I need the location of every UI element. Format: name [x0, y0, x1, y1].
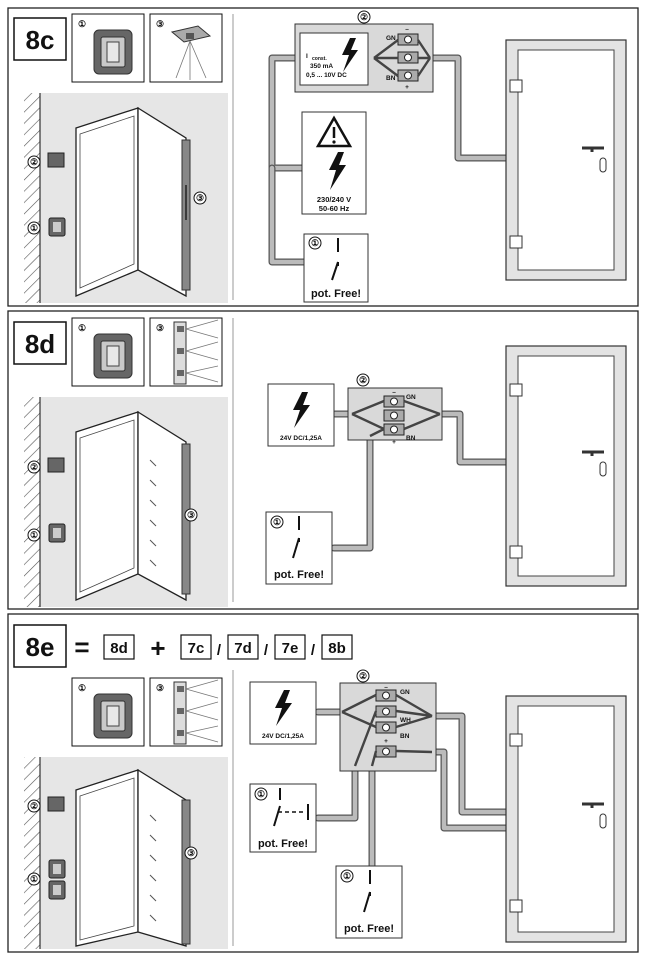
svg-text:①: ①	[311, 238, 319, 248]
mains-supply-box: 230/240 V 50-60 Hz	[301, 111, 367, 215]
svg-text:/: /	[217, 642, 222, 659]
ceiling-sensor-icon	[170, 25, 212, 80]
door-sensor-strip-icon	[173, 679, 219, 745]
svg-text:BN: BN	[386, 75, 396, 82]
svg-text:pot. Free!: pot. Free!	[274, 569, 324, 581]
svg-text:BN: BN	[400, 733, 410, 740]
equals-sign: =	[74, 632, 89, 662]
svg-text:350 mA: 350 mA	[310, 63, 333, 70]
ref-7d: 7d	[234, 640, 252, 657]
section-8e: 8e = 8d + 7c / 7d / 7e / 8b ① ③	[13, 624, 627, 949]
lightning-icon	[342, 38, 358, 72]
svg-text:①: ①	[30, 874, 38, 884]
svg-text:BN: BN	[406, 435, 416, 442]
wall-switch-icon	[93, 29, 133, 75]
junction-box: ② – + GN BN	[347, 373, 443, 446]
svg-text:pot. Free!: pot. Free!	[311, 288, 361, 300]
svg-text:24V DC/1,25A: 24V DC/1,25A	[262, 733, 304, 740]
wall-switch-icon	[93, 333, 133, 379]
switch-marker: ①	[27, 217, 66, 237]
svg-text:①: ①	[78, 323, 86, 333]
cables	[314, 708, 514, 870]
svg-text:③: ③	[196, 193, 204, 203]
cables	[268, 54, 514, 266]
junction-box: ② – + GN WH BN	[339, 669, 437, 772]
power-supply-box: 24V DC/1,25A	[267, 383, 335, 447]
potential-free-switch: ① pot. Free!	[265, 511, 333, 585]
plus-sign: +	[150, 633, 165, 663]
potential-free-switch: ① pot. Free!	[335, 865, 403, 939]
svg-text:②: ②	[30, 462, 38, 472]
svg-text:+: +	[384, 738, 388, 745]
svg-text:①: ①	[343, 871, 351, 881]
svg-text:+: +	[392, 439, 396, 446]
section-title: 8d	[25, 329, 55, 359]
svg-text:③: ③	[187, 848, 195, 858]
door-illustration	[505, 695, 627, 943]
door-illustration	[505, 39, 627, 281]
svg-text:②: ②	[359, 671, 367, 681]
ref-7e: 7e	[282, 640, 299, 657]
svg-text:230/240 V: 230/240 V	[317, 195, 351, 204]
svg-text:/: /	[264, 642, 269, 659]
svg-text:50-60 Hz: 50-60 Hz	[319, 204, 350, 213]
svg-text:0,5 ... 10V DC: 0,5 ... 10V DC	[306, 72, 347, 79]
lightning-icon	[275, 690, 292, 726]
lightning-icon	[329, 152, 346, 190]
panel-8c	[7, 7, 639, 307]
svg-text:①: ①	[30, 223, 38, 233]
lightning-icon	[293, 392, 310, 428]
svg-text:③: ③	[156, 683, 164, 693]
svg-text:①: ①	[78, 683, 86, 693]
power-supply-box: 24V DC/1,25A	[249, 681, 317, 745]
svg-text:I: I	[306, 53, 308, 60]
potential-free-switch: ① pot. Free!	[303, 233, 369, 303]
sensor-number: ③	[156, 19, 164, 29]
svg-text:pot. Free!: pot. Free!	[344, 923, 394, 935]
svg-text:②: ②	[30, 801, 38, 811]
svg-text:24V DC/1,25A: 24V DC/1,25A	[280, 435, 322, 442]
section-8d: 8d ① ③ ③ ② ①	[13, 317, 627, 607]
sensor-marker: ③	[193, 191, 207, 205]
svg-text:+: +	[405, 84, 409, 91]
section-title: 8c	[26, 25, 55, 55]
ref-7c: 7c	[188, 640, 205, 657]
svg-text:②: ②	[359, 375, 367, 385]
svg-text:GN: GN	[406, 394, 416, 401]
svg-text:–: –	[384, 684, 388, 691]
svg-text:①: ①	[257, 789, 265, 799]
junction-marker: ②	[27, 152, 65, 169]
svg-text:②: ②	[360, 12, 368, 22]
section-8c: 8c ① ③ ③	[13, 10, 627, 303]
door-sensor-strip-icon	[173, 319, 219, 385]
switch-number: ①	[78, 19, 86, 29]
section-title: 8e	[26, 632, 55, 662]
ref-8b: 8b	[328, 640, 346, 657]
svg-text:GN: GN	[400, 689, 410, 696]
svg-text:③: ③	[187, 510, 195, 520]
terminal-block	[397, 33, 419, 82]
wall-switch-icon	[93, 693, 133, 739]
svg-text:①: ①	[273, 517, 281, 527]
svg-text:GN: GN	[386, 35, 396, 42]
svg-text:const.: const.	[312, 56, 327, 62]
svg-text:①: ①	[30, 530, 38, 540]
door-illustration	[505, 345, 627, 587]
junction-box: ② I const. 350 mA 0,5 ... 10V DC – + GN …	[294, 10, 434, 93]
svg-text:③: ③	[156, 323, 164, 333]
svg-text:WH: WH	[400, 717, 411, 724]
svg-text:pot. Free!: pot. Free!	[258, 838, 308, 850]
ref-8d: 8d	[110, 640, 128, 657]
svg-text:–: –	[405, 26, 409, 33]
panel-8e	[7, 613, 639, 953]
potential-free-switch-with-link: ① pot. Free!	[249, 783, 317, 853]
panel-8d	[7, 310, 639, 610]
svg-text:/: /	[311, 642, 316, 659]
svg-text:–: –	[392, 389, 396, 396]
reference-list: 8d + 7c / 7d / 7e / 8b	[103, 633, 353, 663]
svg-text:②: ②	[30, 157, 38, 167]
